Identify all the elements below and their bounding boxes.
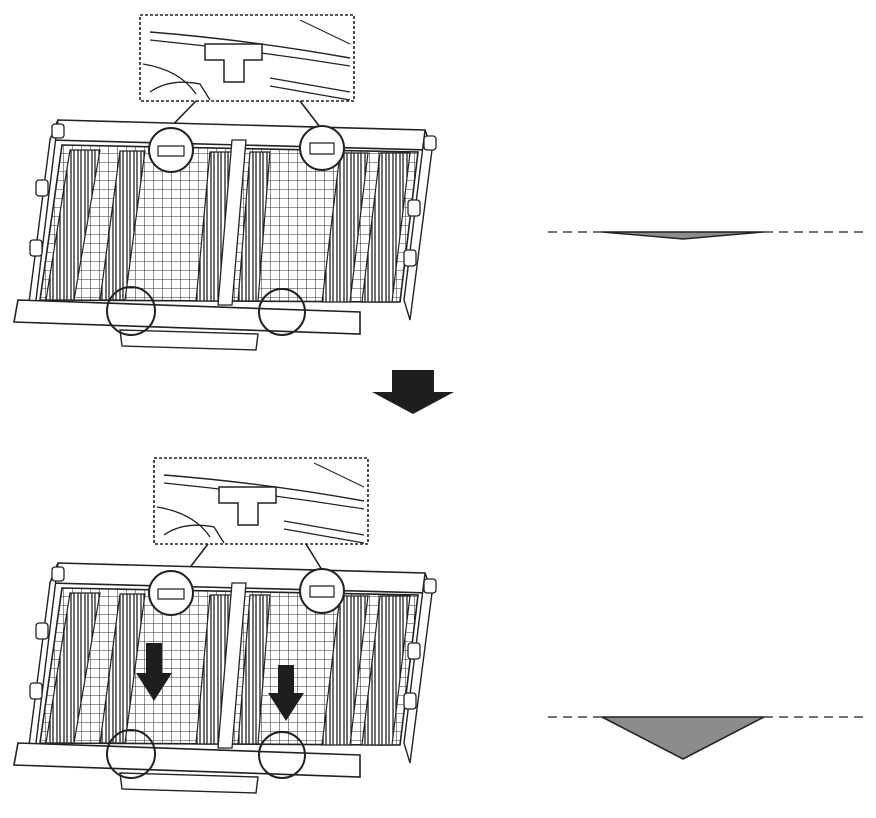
- step-after: [13, 457, 868, 794]
- push-down-arrow-icon: [268, 665, 304, 721]
- detail-inset-before: [139, 14, 355, 102]
- down-arrow-icon: [372, 370, 454, 414]
- level-indicator-triangle: [548, 716, 868, 760]
- rack-drawing-before: [13, 119, 437, 351]
- rack-drawing-after: [13, 562, 437, 794]
- level-indicator-flat: [548, 231, 868, 240]
- detail-inset-after: [153, 457, 369, 545]
- push-down-arrow-icon: [136, 643, 172, 701]
- step-before: [13, 14, 868, 351]
